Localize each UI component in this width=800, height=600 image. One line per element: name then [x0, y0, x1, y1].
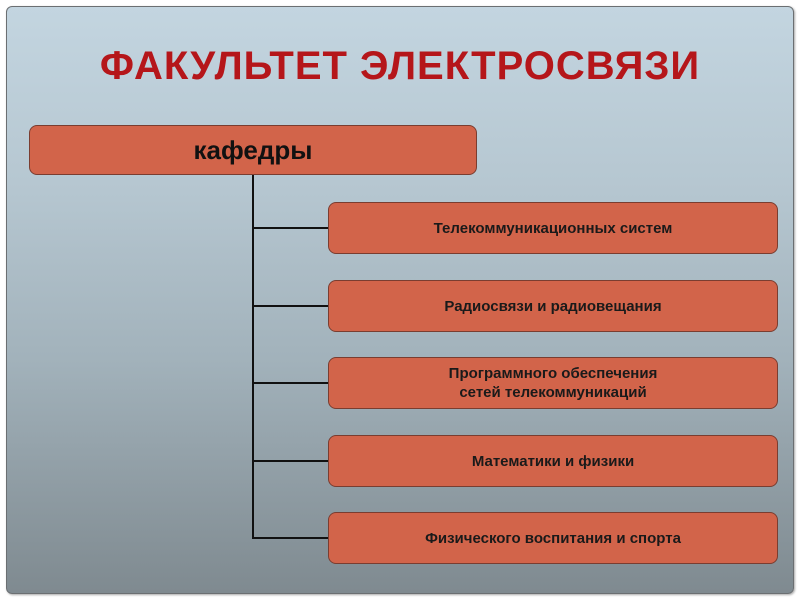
department-label: Радиосвязи и радиовещания — [444, 297, 662, 315]
root-node-label: кафедры — [193, 134, 313, 165]
department-node-telecom-systems: Телекоммуникационных систем — [328, 202, 778, 254]
department-label: Программного обеспечения сетей телекомму… — [448, 365, 658, 401]
department-label: Телекоммуникационных систем — [433, 219, 673, 237]
department-node-physical-education: Физического воспитания и спорта — [328, 512, 778, 564]
connector-branch-5 — [252, 537, 329, 539]
department-label: Математики и физики — [471, 452, 635, 470]
connector-trunk — [252, 175, 254, 538]
department-node-software: Программного обеспечения сетей телекомму… — [328, 357, 778, 409]
connector-branch-1 — [252, 227, 329, 229]
connector-branch-4 — [252, 460, 329, 462]
root-node-departments: кафедры — [29, 125, 477, 175]
connector-branch-2 — [252, 305, 329, 307]
department-label: Физического воспитания и спорта — [425, 529, 681, 547]
connector-branch-3 — [252, 382, 329, 384]
slide-title: ФАКУЛЬТЕТ ЭЛЕКТРОСВЯЗИ — [99, 44, 701, 88]
department-node-math-physics: Математики и физики — [328, 435, 778, 487]
department-node-radio: Радиосвязи и радиовещания — [328, 280, 778, 332]
